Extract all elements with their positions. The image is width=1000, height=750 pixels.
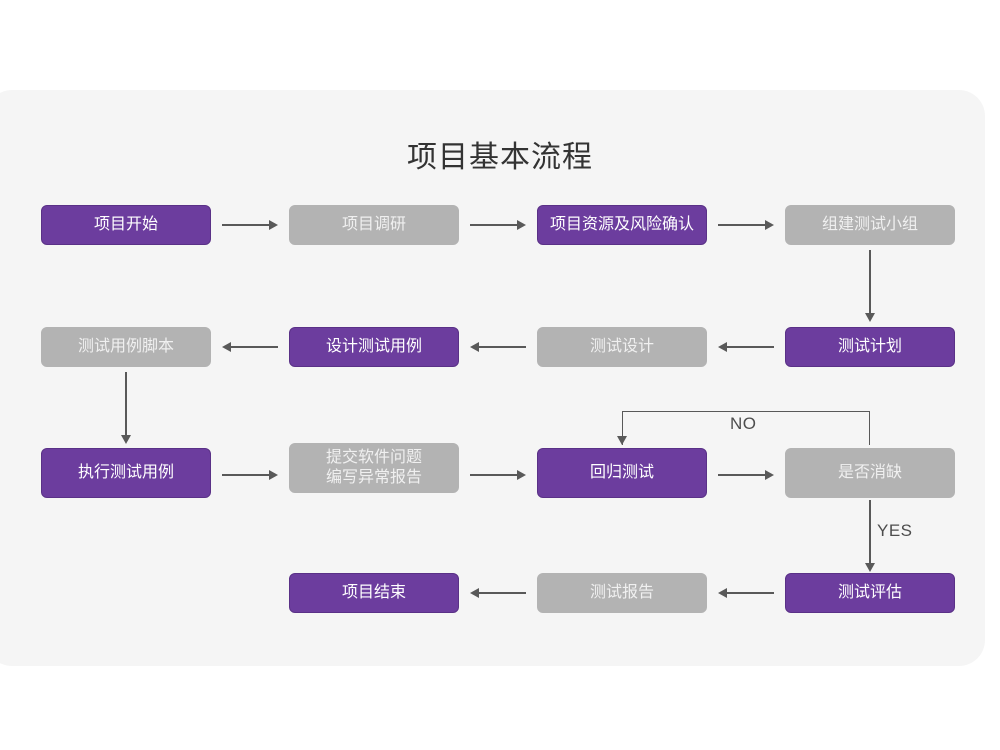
arrow-yes-to-test-evaluation xyxy=(863,500,877,572)
diagram-panel xyxy=(0,90,985,666)
arrow-team-to-test-plan xyxy=(863,250,877,322)
arrow-testreport-to-projectend xyxy=(470,586,526,600)
node-resource-risk-confirm[interactable]: 项目资源及风险确认 xyxy=(537,205,707,245)
node-test-evaluation[interactable]: 测试评估 xyxy=(785,573,955,613)
arrow-script-to-execute xyxy=(119,372,133,444)
arrow-execute-to-report-bug xyxy=(222,468,278,482)
node-test-report[interactable]: 测试报告 xyxy=(537,573,707,613)
node-test-design[interactable]: 测试设计 xyxy=(537,327,707,367)
node-defect-cleared-check[interactable]: 是否消缺 xyxy=(785,448,955,498)
node-test-case-script[interactable]: 测试用例脚本 xyxy=(41,327,211,367)
arrow-start-to-research xyxy=(222,218,278,232)
loop-no-path xyxy=(622,411,870,445)
node-build-test-team[interactable]: 组建测试小组 xyxy=(785,205,955,245)
node-project-end[interactable]: 项目结束 xyxy=(289,573,459,613)
node-execute-test-case[interactable]: 执行测试用例 xyxy=(41,448,211,498)
arrow-reportbug-to-regression xyxy=(470,468,526,482)
node-test-plan[interactable]: 测试计划 xyxy=(785,327,955,367)
node-design-test-case[interactable]: 设计测试用例 xyxy=(289,327,459,367)
arrow-resource-to-team xyxy=(718,218,774,232)
arrow-evaluation-to-testreport xyxy=(718,586,774,600)
arrow-regression-to-defect-check xyxy=(718,468,774,482)
edge-label-yes: YES xyxy=(877,521,913,540)
page-title: 项目基本流程 xyxy=(407,141,593,174)
arrow-design-to-script xyxy=(222,340,278,354)
node-regression-test[interactable]: 回归测试 xyxy=(537,448,707,498)
loop-no-arrowhead xyxy=(617,436,627,445)
node-project-research[interactable]: 项目调研 xyxy=(289,205,459,245)
node-project-start[interactable]: 项目开始 xyxy=(41,205,211,245)
arrow-testplan-to-testdesign xyxy=(718,340,774,354)
arrow-research-to-resource xyxy=(470,218,526,232)
node-submit-issue-write-report[interactable]: 提交软件问题 编写异常报告 xyxy=(289,443,459,493)
edge-label-no: NO xyxy=(730,414,757,433)
arrow-testdesign-to-designcase xyxy=(470,340,526,354)
